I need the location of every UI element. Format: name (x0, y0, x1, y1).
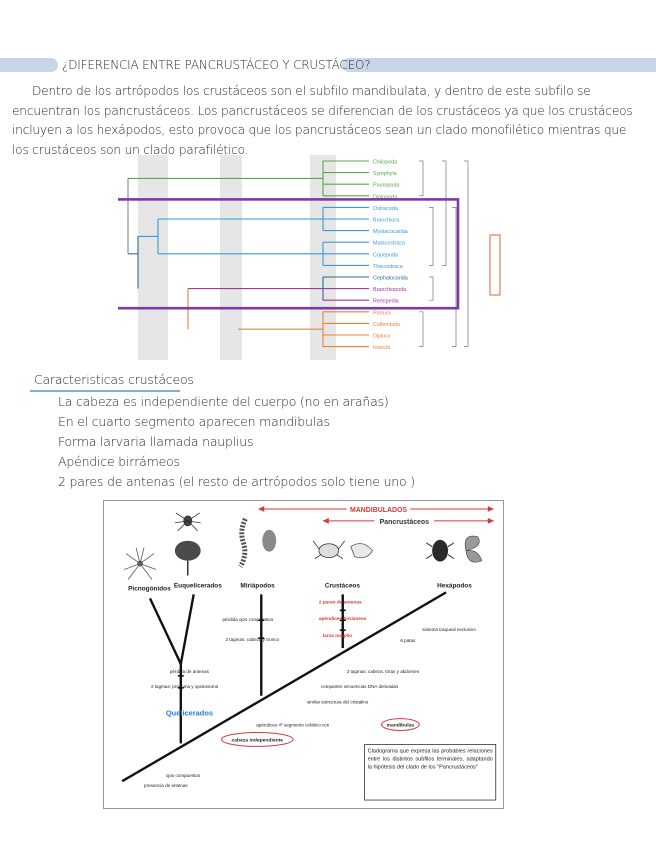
group-label: Miriápodos (240, 582, 275, 589)
group-label: Hexápodos (437, 582, 472, 589)
red-trait-label: 2 pares de antenas (319, 599, 362, 605)
shrimp-icon (350, 543, 374, 559)
taxon-label: Insecta (373, 345, 390, 351)
trait-label: ojos compuestos (166, 773, 201, 778)
taxon-label: Copepoda (373, 252, 398, 258)
trait-label: 2 tagmas: cabeza y tronco (226, 637, 280, 642)
trait-label: 2 tagmas: prosoma y opistosoma (151, 684, 219, 689)
trait-label: 6 patas (400, 638, 416, 643)
group-bracket-highlight (489, 234, 501, 296)
characteristic-item: Forma larvaria llamada nauplius (58, 434, 254, 449)
title-bar-left (0, 58, 58, 72)
taxon-label: Branchiura (373, 218, 399, 224)
woodlouse-icon (262, 529, 277, 552)
quelicerados-label: Quelicerados (166, 709, 213, 718)
trait-label: comparten secuencias DNA derivadas (321, 684, 399, 689)
sea-spider-icon (124, 547, 157, 580)
taxon-label: Diplura (373, 334, 390, 340)
butterfly-icon (464, 535, 483, 563)
trait-label: similar estructura del cristalino (307, 700, 369, 705)
taxon-label: Symphyla (373, 171, 397, 177)
heading-underline (30, 390, 180, 392)
trait-label: sistema traqueal exclusivo (422, 627, 476, 632)
crab-icon (312, 540, 346, 559)
page-title: ¿DIFERENCIA ENTRE PANCRUSTÁCEO Y CRUSTÁC… (62, 58, 371, 72)
pancrustaceos-label: Pancrustáceos (380, 519, 430, 526)
taxon-label: Thecostraca (373, 264, 403, 270)
group-label: Crustáceos (325, 582, 360, 589)
group-label: Picnogónidos (128, 585, 171, 592)
group-bracket (442, 160, 447, 266)
taxon-label: Malacostraca (373, 241, 405, 247)
group-bracket (452, 207, 457, 347)
taxon-label: Pauropoda (373, 183, 399, 189)
trait-label: pérdida de antenas (170, 669, 210, 674)
taxon-label: Remipedia (373, 299, 399, 305)
characteristic-item: Apéndice birrámeos (58, 454, 180, 469)
trait-label: 3 tagmas: cabeza, tórax y abdomen (347, 669, 420, 674)
taxon-label: Protura (373, 310, 391, 316)
intro-paragraph: Dentro de los artrópodos los crustáceos … (12, 84, 633, 157)
trait-label: presencia de antenas (144, 783, 188, 788)
mandibulas-label: mandíbulas (387, 723, 415, 729)
cabeza-label: cabeza independiente (232, 737, 284, 743)
taxon-label: Cephalocarida (373, 276, 408, 282)
group-bracket (429, 207, 434, 266)
group-bracket (429, 276, 434, 301)
group-label: Euquelicerados (174, 582, 222, 589)
red-trait-label: apéndices birrámeos (319, 616, 367, 622)
title-bar-right (342, 58, 656, 72)
taxon-label: Chilopoda (373, 160, 397, 166)
group-bracket (419, 160, 424, 197)
beetle-icon (425, 539, 455, 562)
characteristics-heading: Caracteristicas crustáceos (34, 372, 194, 387)
characteristic-item: La cabeza es independiente del cuerpo (n… (58, 394, 389, 409)
title-bar (0, 56, 656, 74)
taxon-label: Ostracoda (373, 206, 398, 212)
taxon-label: Collembola (373, 322, 400, 328)
cladogram: MANDIBULADOS Pancrustáceos Picnogónidos … (103, 500, 504, 809)
mandibulados-label: MANDIBULADOS (350, 507, 407, 514)
spider-icon (174, 512, 201, 532)
group-bracket (464, 160, 469, 347)
cladogram-branches (121, 591, 447, 783)
phylogenetic-tree: ChilopodaSymphylaPauropodaDiplopodaOstra… (118, 155, 501, 360)
characteristic-item: En el cuarto segmento aparecen mandibula… (58, 414, 330, 429)
cladogram-caption: Cladograma que expresa las probables rel… (367, 748, 493, 771)
trait-label: apéndices 4º segmento cefálico con (256, 723, 329, 728)
red-trait-label: larva nauplio (323, 633, 352, 639)
taxon-label: Mystacocarida (373, 229, 408, 235)
taxon-label: Diplopoda (373, 194, 397, 200)
crustacea-highlight-box (118, 198, 460, 310)
characteristics-list: La cabeza es independiente del cuerpo (n… (58, 392, 415, 492)
characteristic-item: 2 pares de antenas (el resto de artrópod… (58, 474, 415, 489)
horseshoe-crab-icon (174, 540, 201, 576)
group-bracket (419, 311, 424, 347)
taxon-label: Branchiopoda (373, 287, 406, 293)
millipede-icon (238, 517, 248, 568)
tree-band (138, 155, 168, 360)
trait-label: pérdida ojos compuestos (223, 617, 274, 622)
